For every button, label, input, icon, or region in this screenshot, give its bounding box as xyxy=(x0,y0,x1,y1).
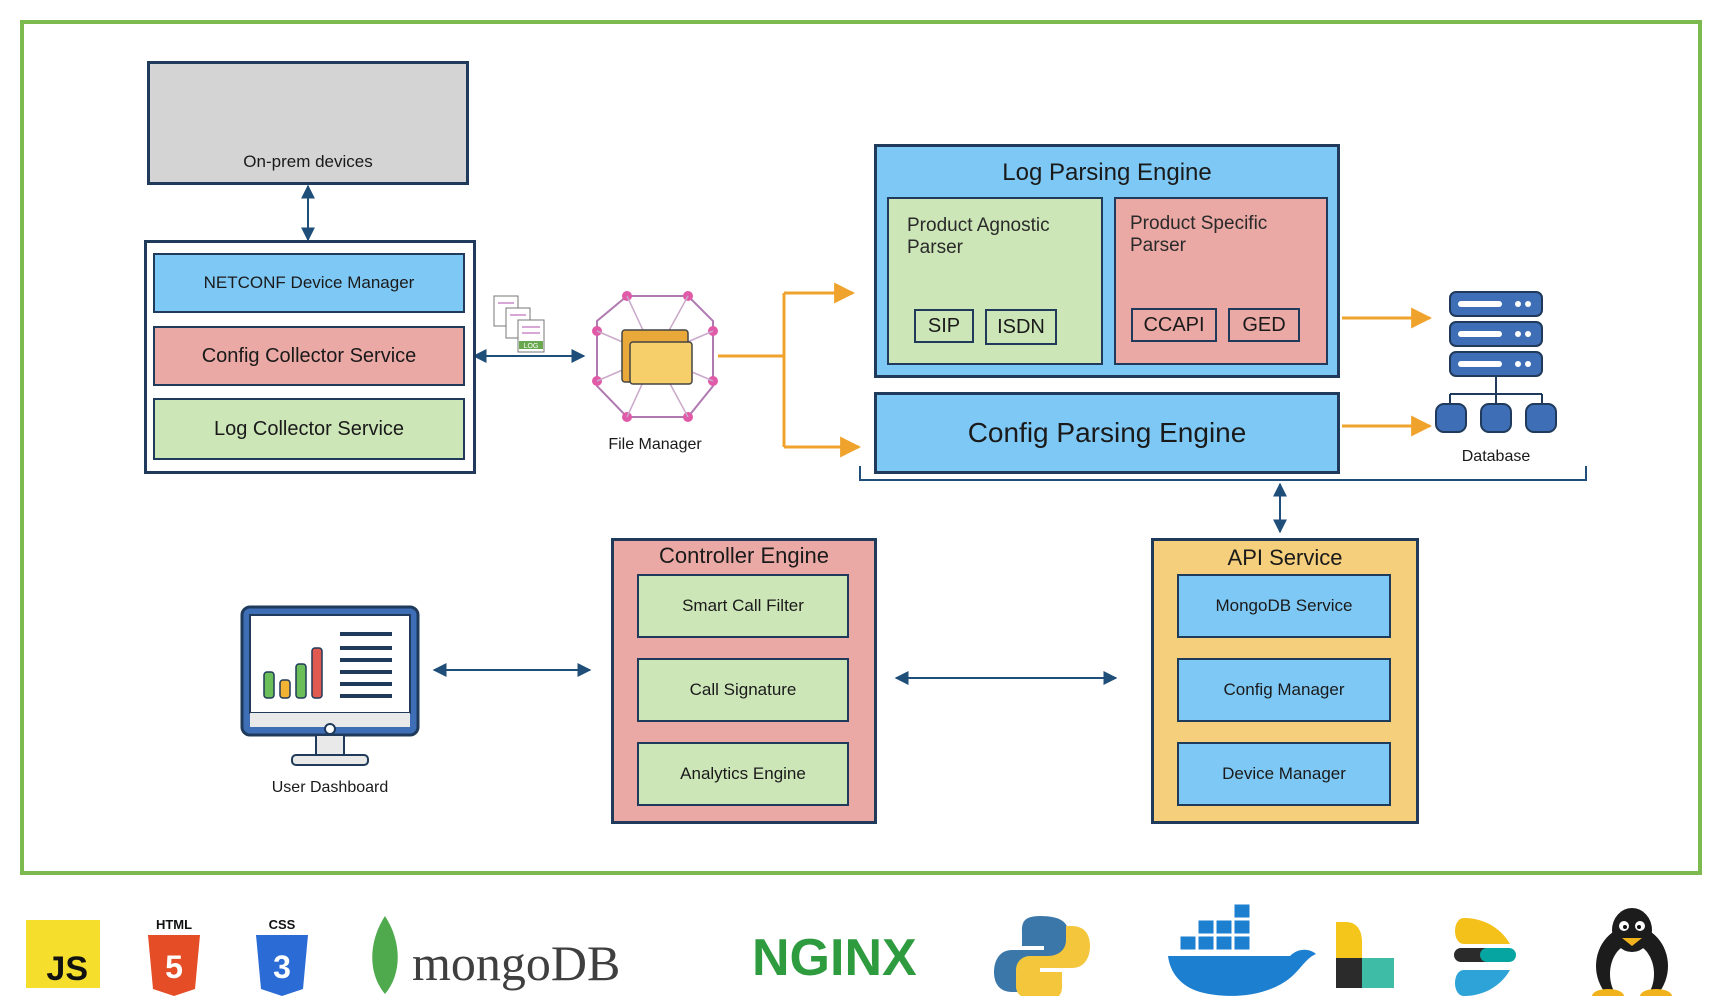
svg-text:mongoDB: mongoDB xyxy=(412,935,620,991)
controller-engine-title: Controller Engine xyxy=(659,543,829,568)
file-manager-icon xyxy=(592,291,718,422)
svg-text:5: 5 xyxy=(165,949,183,985)
log-collector-service: Log Collector Service xyxy=(153,398,465,460)
config-parsing-engine: Config Parsing Engine xyxy=(874,392,1340,474)
file-manager-label: File Manager xyxy=(608,436,702,453)
log-files-icon: LOG xyxy=(493,295,545,353)
config-collector-service: Config Collector Service xyxy=(153,326,465,386)
logstash-logo-icon xyxy=(1336,922,1394,988)
arrow-filemanager-engines xyxy=(718,291,858,449)
docker-logo-icon xyxy=(1168,903,1316,996)
log-file-tag: LOG xyxy=(524,343,539,350)
dashboard-monitor-icon xyxy=(240,605,420,766)
onprem-devices-label: On-prem devices xyxy=(243,152,373,171)
onprem-devices-panel: On-prem devices xyxy=(147,61,469,185)
netconf-device-manager: NETCONF Device Manager xyxy=(153,253,465,313)
linux-logo-icon xyxy=(1592,908,1672,996)
svg-text:JS: JS xyxy=(46,950,88,988)
log-parsing-engine-title: Log Parsing Engine xyxy=(1002,159,1212,186)
html5-logo-icon: HTML 5 xyxy=(148,917,200,996)
ged-parser: GED xyxy=(1228,308,1300,342)
mongodb-logo-icon: mongoDB xyxy=(372,916,620,994)
smart-call-filter: Smart Call Filter xyxy=(637,574,849,638)
sip-parser: SIP xyxy=(914,309,974,343)
product-agnostic-parser-title: Product Agnostic Parser xyxy=(907,215,1050,258)
elastic-logo-icon xyxy=(1454,918,1516,996)
architecture-frame xyxy=(20,20,1702,875)
database-label: Database xyxy=(1461,448,1531,465)
engines-bracket xyxy=(859,466,1587,481)
mongodb-service: MongoDB Service xyxy=(1177,574,1391,638)
svg-text:3: 3 xyxy=(273,949,291,985)
svg-text:NGINX: NGINX xyxy=(752,929,917,987)
svg-text:CSS: CSS xyxy=(269,917,296,932)
product-specific-parser-title: Product Specific Parser xyxy=(1130,213,1268,256)
database-icon xyxy=(1435,291,1557,433)
user-dashboard-label: User Dashboard xyxy=(271,779,389,796)
nginx-logo-icon: NGINX xyxy=(752,929,917,987)
svg-text:HTML: HTML xyxy=(156,917,192,932)
analytics-engine: Analytics Engine xyxy=(637,742,849,806)
api-service-title: API Service xyxy=(1227,545,1343,570)
python-logo-icon xyxy=(994,916,1090,996)
javascript-logo-icon: JS xyxy=(26,920,100,988)
config-manager: Config Manager xyxy=(1177,658,1391,722)
isdn-parser: ISDN xyxy=(985,309,1057,345)
device-manager: Device Manager xyxy=(1177,742,1391,806)
css3-logo-icon: CSS 3 xyxy=(256,917,308,996)
ccapi-parser: CCAPI xyxy=(1131,308,1217,342)
call-signature: Call Signature xyxy=(637,658,849,722)
